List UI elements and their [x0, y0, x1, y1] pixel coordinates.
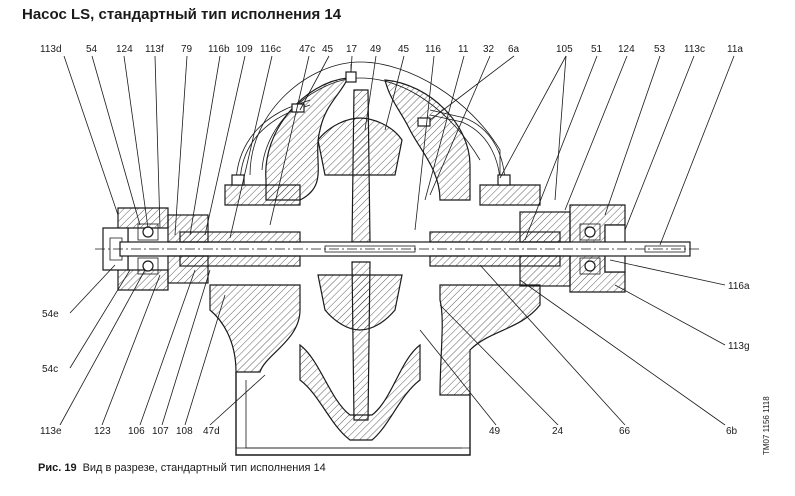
- label-32: 32: [483, 44, 495, 55]
- label-113c: 113c: [684, 44, 705, 55]
- label-45-right: 45: [398, 44, 410, 55]
- label-47d: 47d: [203, 426, 220, 437]
- label-124-right: 124: [618, 44, 635, 55]
- label-11a: 11a: [727, 44, 743, 55]
- label-45-left: 45: [322, 44, 334, 55]
- leader-lines: [59, 55, 735, 426]
- label-66: 66: [619, 426, 631, 437]
- label-53: 53: [654, 44, 666, 55]
- figure-caption-text: Вид в разрезе, стандартный тип исполнени…: [82, 462, 326, 474]
- label-116: 116: [425, 44, 441, 55]
- figure-caption: Рис. 19 Вид в разрезе, стандартный тип ис…: [38, 462, 326, 474]
- label-116b: 116b: [208, 44, 230, 55]
- label-116c: 116c: [260, 44, 281, 55]
- page-title: Насос LS, стандартный тип исполнения 14: [22, 6, 342, 23]
- label-107: 107: [152, 426, 169, 437]
- label-24: 24: [552, 426, 564, 437]
- label-106: 106: [128, 426, 145, 437]
- label-105: 105: [556, 44, 573, 55]
- label-49-bottom: 49: [489, 426, 501, 437]
- label-113f: 113f: [145, 44, 164, 55]
- labels-top: 113d 54 124 113f 79 116b 109 116c 47c 45…: [40, 44, 743, 55]
- drawing-code: TM07 1156 1118: [762, 396, 771, 455]
- label-113e: 113e: [40, 426, 62, 437]
- label-47c: 47c: [299, 44, 315, 55]
- label-17: 17: [346, 44, 358, 55]
- labels-right: 116a 113g 6b: [726, 281, 750, 437]
- label-113g: 113g: [728, 341, 750, 352]
- label-54: 54: [86, 44, 98, 55]
- label-6b: 6b: [726, 426, 738, 437]
- label-123: 123: [94, 426, 111, 437]
- label-54c: 54c: [42, 364, 58, 375]
- label-6a: 6a: [508, 44, 520, 55]
- label-116a: 116a: [728, 281, 750, 292]
- label-79: 79: [181, 44, 193, 55]
- label-113d: 113d: [40, 44, 62, 55]
- label-54e: 54e: [42, 309, 59, 320]
- label-49-top: 49: [370, 44, 382, 55]
- pump-body: [95, 61, 700, 456]
- label-124: 124: [116, 44, 133, 55]
- figure-number: Рис. 19: [38, 462, 77, 474]
- label-11: 11: [458, 44, 469, 55]
- labels-bottom: 113e 123 106 107 108 47d 49 24 66: [40, 426, 631, 437]
- label-108: 108: [176, 426, 193, 437]
- labels-left: 54e 54c: [42, 309, 59, 375]
- label-109: 109: [236, 44, 253, 55]
- label-51: 51: [591, 44, 603, 55]
